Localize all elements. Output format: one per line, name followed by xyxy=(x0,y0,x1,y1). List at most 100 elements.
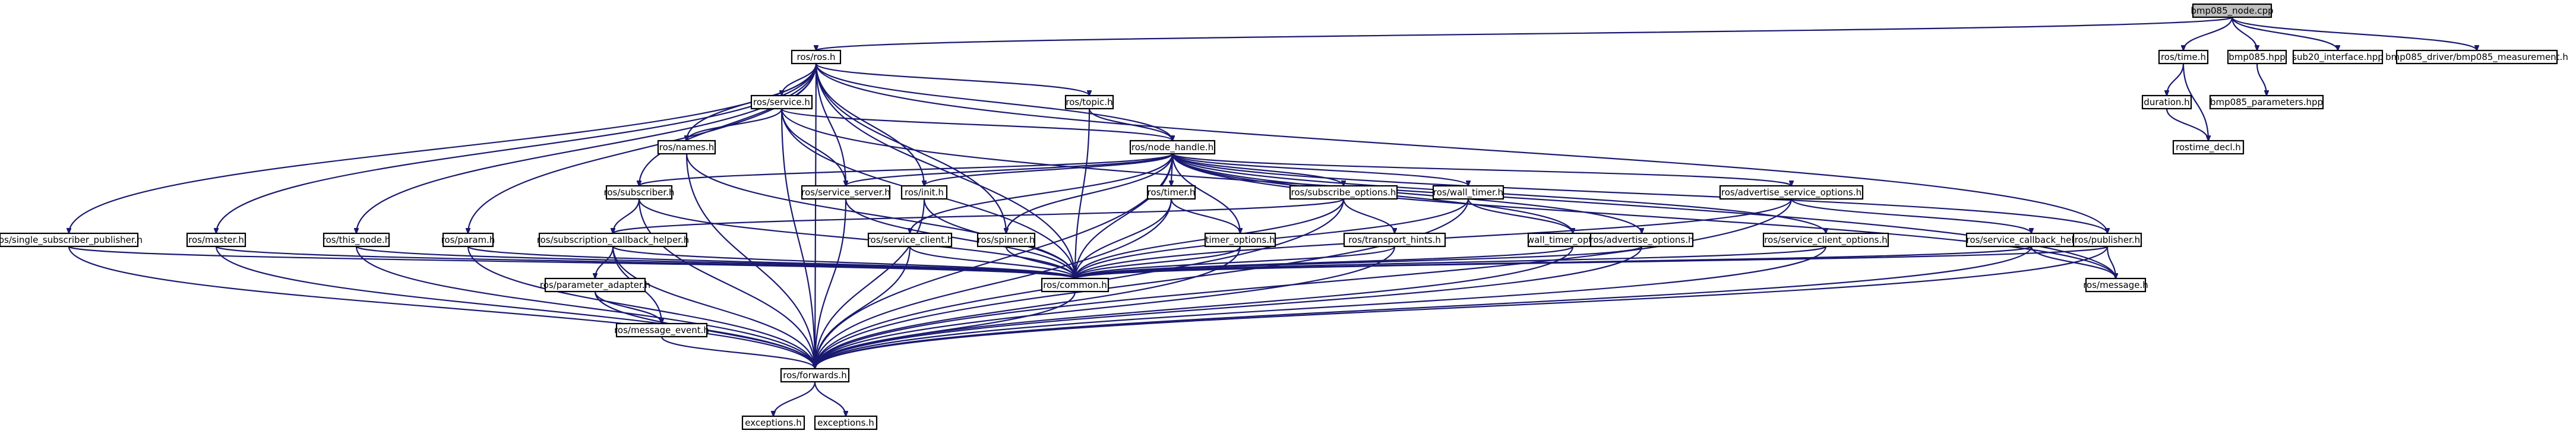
node-label: bmp085_driver/bmp085_measurement.h xyxy=(2385,52,2568,63)
node-ros-param[interactable]: ros/param.h xyxy=(441,232,495,248)
node-root[interactable]: bmp085_node.cpp xyxy=(2191,3,2274,18)
edge-ros-common-to-ros-forwards xyxy=(815,291,1076,369)
edge-ros-transport-hints-to-ros-forwards xyxy=(815,246,1396,369)
node-exceptions-2[interactable]: exceptions.h xyxy=(814,415,878,430)
edge-ros-parameter-adapter-to-ros-message-event xyxy=(594,291,662,324)
edge-ros-node-handle-to-ros-publisher xyxy=(1171,153,2107,233)
edge-wall-timer-options-to-ros-common xyxy=(1075,245,1574,278)
edge-ros-param-to-ros-forwards xyxy=(467,246,815,369)
node-ros-time[interactable]: ros/time.h xyxy=(2158,49,2209,65)
edge-ros-service-client-to-ros-common xyxy=(909,246,1075,278)
edge-ros-service-server-to-ros-common xyxy=(845,198,1075,278)
node-box xyxy=(615,322,708,338)
node-label: ros/this_node.h xyxy=(323,235,390,246)
edge-ros-timer-to-timer-options xyxy=(1170,198,1240,233)
node-ros-node-handle[interactable]: ros/node_handle.h xyxy=(1129,140,1216,155)
node-label: ros/advertise_options.h xyxy=(1590,235,1694,246)
node-ros-message-event[interactable]: ros/message_event.h xyxy=(614,322,709,338)
edge-ros-node-handle-to-ros-advertise-service-options xyxy=(1171,153,1791,186)
node-box xyxy=(801,185,891,200)
edge-ros-service-to-ros-node-handle xyxy=(780,107,1172,141)
edge-ros-advertise-options-to-ros-common xyxy=(1075,245,1643,278)
node-rostime-decl[interactable]: rostime_decl.h xyxy=(2172,140,2245,155)
node-label: ros/forwards.h xyxy=(783,370,846,381)
node-ros-common[interactable]: ros/common.h xyxy=(1041,277,1110,293)
node-timer-options[interactable]: timer_options.h xyxy=(1204,232,1276,248)
node-ros-init[interactable]: ros/init.h xyxy=(900,185,948,200)
node-ros-subscribe-options[interactable]: ros/subscribe_options.h xyxy=(1289,185,1398,200)
node-sub20[interactable]: sub20_interface.hpp xyxy=(2292,49,2384,65)
node-label: rostime_decl.h xyxy=(2176,142,2241,153)
edge-ros-advertise-service-options-to-ros-service-cb-helper xyxy=(1790,198,2031,233)
node-exceptions-1[interactable]: exceptions.h xyxy=(741,415,805,430)
edge-root-to-bmp085-meas xyxy=(2231,17,2477,50)
node-box xyxy=(1129,140,1216,155)
edge-ros-publisher-to-ros-forwards xyxy=(815,246,2109,369)
node-label: ros/subscription_callback_helper.h xyxy=(537,235,690,246)
edge-ros-node-handle-to-ros-advertise-options xyxy=(1171,153,1642,233)
node-box xyxy=(2072,232,2142,248)
edge-ros-ros-to-ros-spinner xyxy=(815,63,1006,233)
node-ros-names[interactable]: ros/names.h xyxy=(657,140,716,155)
edge-ros-ros-to-ros-common xyxy=(815,63,1075,278)
edge-ros-node-handle-to-ros-wall-timer xyxy=(1171,153,1468,186)
node-box xyxy=(1146,185,1196,200)
node-ros-forwards[interactable]: ros/forwards.h xyxy=(780,368,850,383)
edge-ros-sub-cb-helper-to-ros-forwards xyxy=(612,246,815,369)
node-label: bmp085_parameters.hpp xyxy=(2210,97,2323,108)
node-duration[interactable]: duration.h xyxy=(2141,94,2192,110)
node-ros-ros[interactable]: ros/ros.h xyxy=(791,49,842,65)
node-ros-message[interactable]: ros/message.h xyxy=(2083,277,2148,293)
node-label: ros/service_server.h xyxy=(801,187,890,198)
node-box xyxy=(1589,232,1694,248)
node-ros-this-node[interactable]: ros/this_node.h xyxy=(323,232,390,248)
node-ros-master[interactable]: ros/master.h xyxy=(186,232,246,248)
node-bmp085-meas[interactable]: bmp085_driver/bmp085_measurement.h xyxy=(2385,49,2568,65)
node-ros-wall-timer[interactable]: ros/wall_timer.h xyxy=(1432,185,1504,200)
node-bmp085-params[interactable]: bmp085_parameters.hpp xyxy=(2209,94,2324,110)
node-label: ros/advertise_service_options.h xyxy=(1721,187,1861,198)
node-label: ros/subscriber.h xyxy=(604,187,675,198)
node-ros-topic[interactable]: ros/topic.h xyxy=(1064,94,1114,110)
edge-ros-sub-cb-helper-to-ros-common xyxy=(612,245,1075,278)
node-label: ros/wall_timer.h xyxy=(1433,187,1503,198)
node-ros-subscriber[interactable]: ros/subscriber.h xyxy=(604,185,675,200)
node-ros-transport-hints[interactable]: ros/transport_hints.h xyxy=(1343,232,1446,248)
node-ros-service-server[interactable]: ros/service_server.h xyxy=(801,185,891,200)
edge-ros-node-handle-to-timer-options xyxy=(1171,153,1240,233)
node-ros-sub-cb-helper[interactable]: ros/subscription_callback_helper.h xyxy=(537,232,690,248)
node-ros-spinner[interactable]: ros/spinner.h xyxy=(976,232,1036,248)
edge-ros-service-to-ros-names xyxy=(687,108,783,141)
node-box xyxy=(2141,94,2192,110)
edge-ros-sub-cb-helper-to-ros-parameter-adapter xyxy=(595,246,614,278)
node-ros-advertise-options[interactable]: ros/advertise_options.h xyxy=(1589,232,1694,248)
node-ros-timer[interactable]: ros/timer.h xyxy=(1146,185,1196,200)
node-box xyxy=(657,140,716,155)
edge-ros-advertise-options-to-ros-forwards xyxy=(815,246,1643,369)
edge-ros-node-handle-to-ros-subscribe-options xyxy=(1171,153,1344,186)
edge-ros-ros-to-ros-topic xyxy=(815,63,1089,96)
node-label: duration.h xyxy=(2144,97,2189,107)
node-label: ros/message_event.h xyxy=(614,325,709,336)
node-bmp085-hpp[interactable]: bmp085.hpp xyxy=(2227,49,2287,65)
node-box xyxy=(2292,49,2384,65)
node-label: ros/timer.h xyxy=(1148,187,1196,198)
node-ros-service-client[interactable]: ros/service_client.h xyxy=(867,232,953,248)
edge-ros-node-handle-to-ros-service-server xyxy=(846,153,1174,186)
node-ros-service-client-options[interactable]: ros/service_client_options.h xyxy=(1762,232,1889,248)
node-label: sub20_interface.hpp xyxy=(2292,52,2384,63)
node-ros-service[interactable]: ros/service.h xyxy=(750,94,813,110)
node-box xyxy=(323,232,390,248)
node-ros-service-cb-helper[interactable]: ros/service_callback_helper.h xyxy=(1965,232,2097,248)
node-label: ros/master.h xyxy=(188,235,244,245)
edge-ros-forwards-to-exceptions-2 xyxy=(814,381,846,416)
node-box xyxy=(780,368,850,383)
edge-ros-service-server-to-ros-forwards xyxy=(815,198,847,369)
node-ros-advertise-service-options[interactable]: ros/advertise_service_options.h xyxy=(1719,185,1864,200)
node-label: ros/service_client_options.h xyxy=(1764,235,1887,246)
node-box xyxy=(538,232,688,248)
node-ros-single-sub-pub[interactable]: ros/single_subscriber_publisher.h xyxy=(0,232,143,248)
node-box xyxy=(2158,49,2209,65)
node-ros-parameter-adapter[interactable]: ros/parameter_adapter.h xyxy=(540,277,650,293)
node-ros-publisher[interactable]: ros/publisher.h xyxy=(2072,232,2142,248)
